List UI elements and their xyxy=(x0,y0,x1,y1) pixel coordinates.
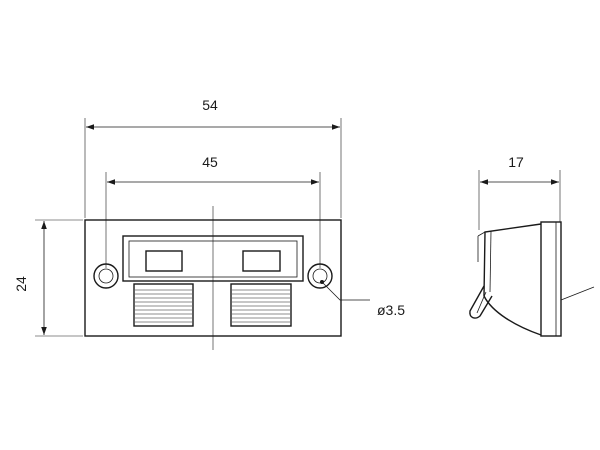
side-lip xyxy=(477,231,486,237)
terminal-window-right xyxy=(242,250,281,272)
dimension-height: 24 xyxy=(13,276,29,292)
side-lever xyxy=(469,285,493,319)
side-cable xyxy=(560,286,595,301)
dimension-hole-spacing: 45 xyxy=(202,154,218,170)
push-button-left xyxy=(133,283,194,327)
hole-leader-line xyxy=(321,281,370,301)
side-lever-edge xyxy=(476,291,487,314)
mounting-hole-right xyxy=(307,263,333,289)
dimension-overall-width: 54 xyxy=(202,97,218,113)
side-view: 17 xyxy=(469,154,595,337)
mounting-hole-left xyxy=(93,263,119,289)
connector-frame-inner xyxy=(128,240,298,278)
leader-dot xyxy=(320,280,324,284)
terminal-window-left xyxy=(145,250,183,272)
connector-frame-outer xyxy=(122,235,304,282)
side-flange xyxy=(540,221,562,337)
dimension-depth: 17 xyxy=(508,154,524,170)
dimension-hole-diameter: ø3.5 xyxy=(377,302,405,318)
front-view: 54 45 24 xyxy=(13,97,405,350)
side-body-edge xyxy=(489,230,492,293)
push-button-right xyxy=(230,283,292,327)
side-body xyxy=(483,223,542,336)
